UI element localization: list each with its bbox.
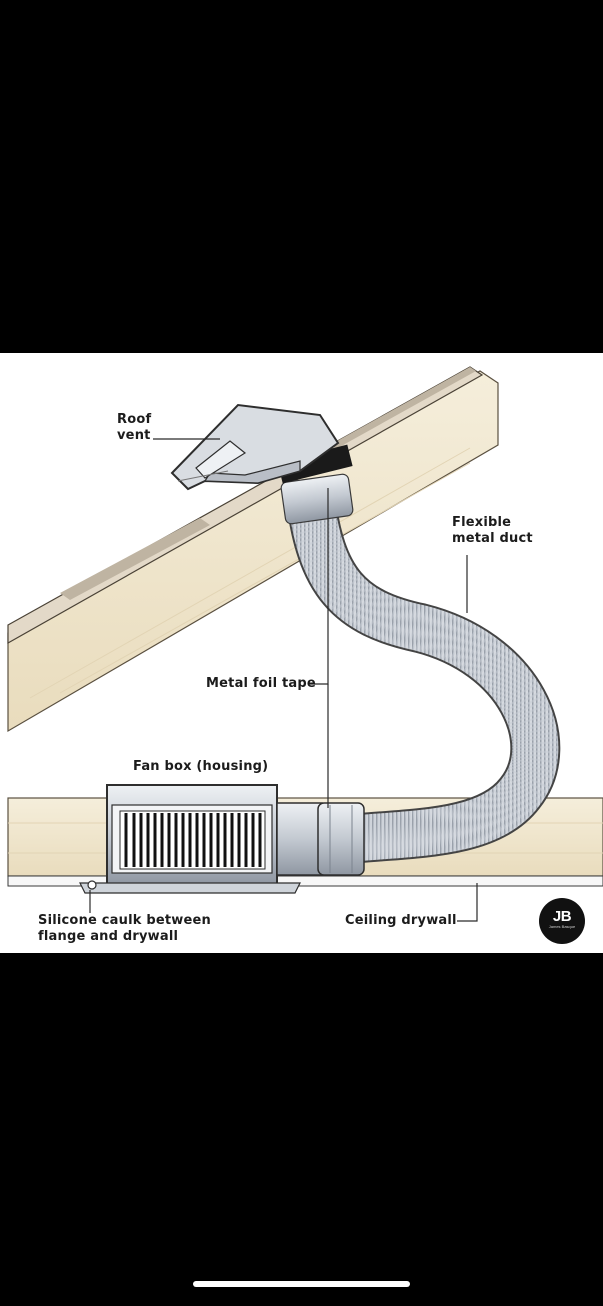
roof-vent [170, 403, 340, 491]
caulk-bead [87, 880, 97, 890]
foil-tape-band-bottom [317, 802, 365, 876]
flexible-duct-label-line2: metal duct [452, 531, 533, 546]
flexible-duct-label-line1: Flexible [452, 515, 512, 530]
logo-mark: JB [552, 908, 572, 925]
flexible-duct-label: Flexible metal duct [452, 515, 533, 547]
foil-tape-band-top [277, 444, 353, 484]
logo-subtext: James Basque [548, 924, 576, 929]
upper-duct-collar [277, 444, 354, 525]
caulk-label-line1: Silicone caulk between [38, 913, 211, 928]
foil-tape-label: Metal foil tape [206, 676, 316, 691]
leader-lines [89, 438, 478, 922]
drywall-label: Ceiling drywall [345, 913, 457, 928]
roof-vent-label: Roof vent [117, 412, 151, 444]
bathroom-fan-venting-diagram [7, 366, 603, 922]
fan-box-housing [79, 784, 301, 894]
ceiling-drywall [7, 875, 603, 887]
fan-box-label: Fan box (housing) [133, 759, 269, 774]
flexible-metal-duct [285, 489, 561, 863]
caulk-label: Silicone caulk between flange and drywal… [38, 913, 211, 945]
diagram-panel: Roof vent Flexible metal duct Metal foil… [0, 353, 603, 953]
caulk-label-line2: flange and drywall [38, 929, 179, 944]
housing-flange [79, 882, 301, 894]
roof-vent-label-line1: Roof [117, 412, 152, 427]
roof-vent-label-line2: vent [117, 428, 151, 443]
home-indicator[interactable] [193, 1281, 410, 1287]
outlet-collar [276, 802, 365, 876]
jb-logo: JB James Basque [539, 898, 585, 944]
fan-blower-wheel [119, 810, 266, 870]
